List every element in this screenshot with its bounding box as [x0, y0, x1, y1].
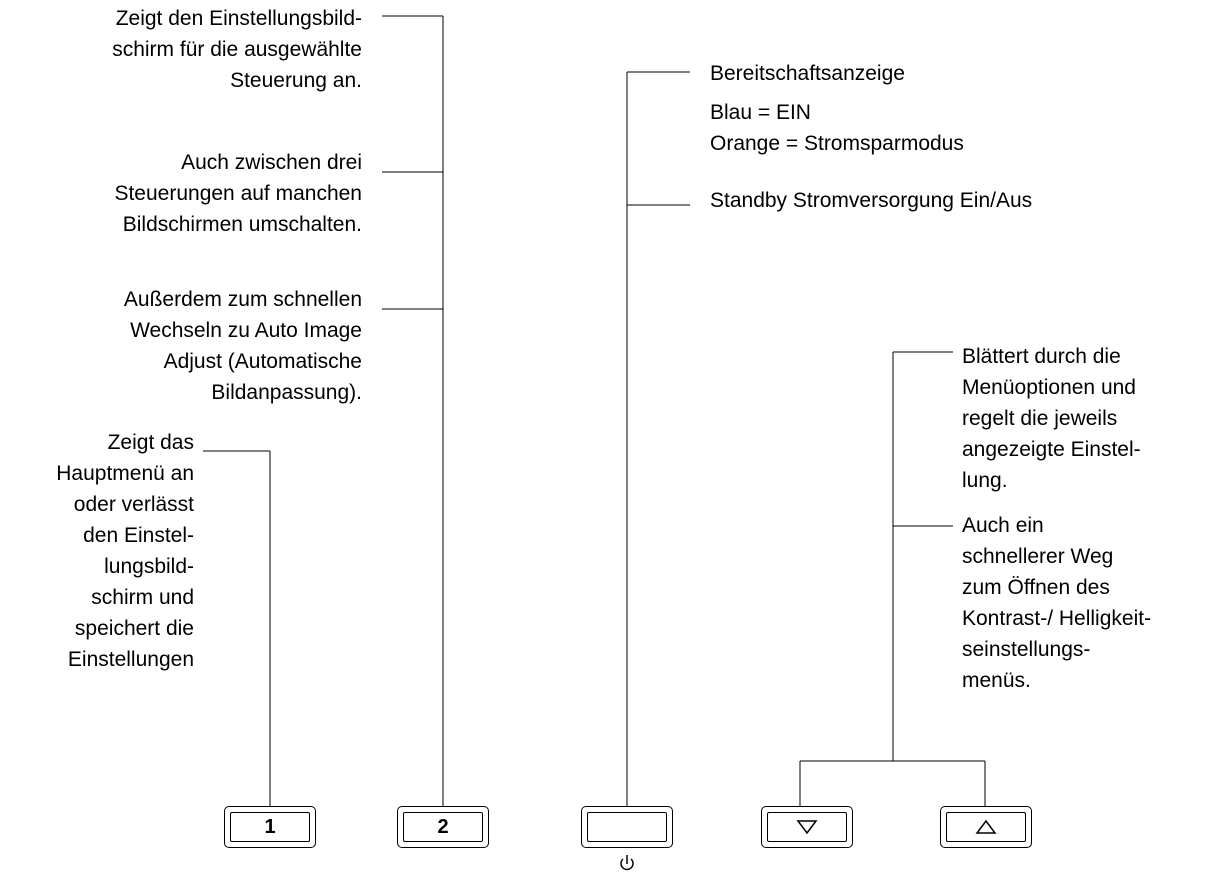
callout-standby-indicator: Bereitschaftsanzeige [710, 62, 905, 85]
button-1[interactable]: 1 [224, 806, 316, 848]
button-2[interactable]: 2 [397, 806, 489, 848]
power-button-face [587, 812, 667, 842]
callout-switch-controls: Auch zwischen drei Steuerungen auf manch… [114, 151, 362, 236]
callout-scroll-menu: Blättert durch die Menüoptionen und rege… [962, 345, 1141, 492]
power-icon [620, 855, 634, 871]
button-2-label: 2 [437, 815, 449, 838]
callout-main-menu: Zeigt das Hauptmenü an oder verlässt den… [56, 431, 194, 671]
up-button[interactable] [940, 806, 1032, 848]
callout-orange-saving: Orange = Stromsparmodus [710, 132, 964, 155]
callout-blue-on: Blau = EIN [710, 101, 811, 124]
power-button[interactable] [581, 806, 673, 848]
callout-auto-adjust: Außerdem zum schnellen Wechseln zu Auto … [123, 288, 362, 404]
callout-settings-screen: Zeigt den Einstellungsbild- schirm für d… [112, 7, 362, 92]
button-1-label: 1 [264, 815, 276, 838]
callout-contrast-shortcut: Auch ein schnellerer Weg zum Öffnen des … [962, 514, 1152, 692]
button-2-face: 2 [403, 812, 483, 842]
down-button-face [767, 812, 847, 842]
callout-standby-power: Standby Stromversorgung Ein/Aus [710, 189, 1033, 212]
down-button[interactable] [761, 806, 853, 848]
triangle-down-icon [796, 820, 818, 835]
up-button-face [946, 812, 1026, 842]
triangle-up-icon [975, 819, 997, 834]
button-1-face: 1 [230, 812, 310, 842]
